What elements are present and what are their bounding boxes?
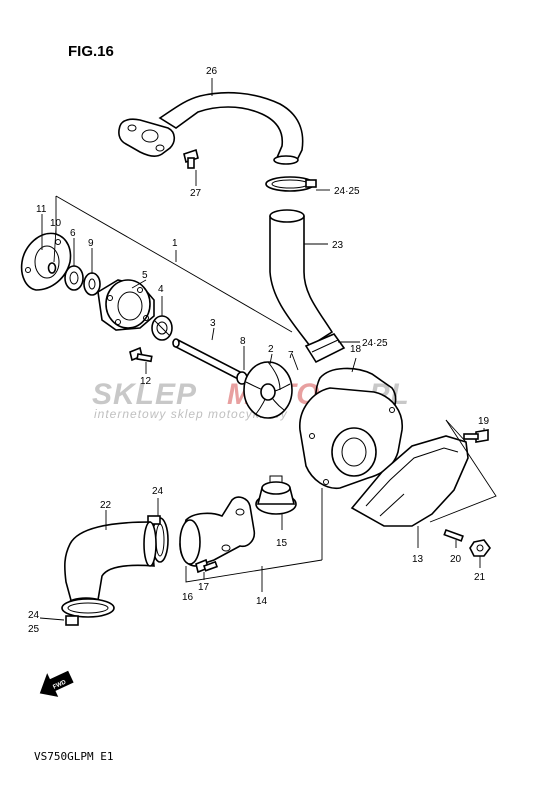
label-22: 22 bbox=[100, 500, 112, 511]
cover-13 bbox=[350, 419, 497, 527]
label-15: 15 bbox=[276, 538, 288, 549]
model-code: VS750GLPM E1 bbox=[34, 750, 113, 763]
label-5: 5 bbox=[142, 270, 148, 281]
impeller-2 bbox=[243, 361, 293, 419]
figure-title: FIG.16 bbox=[68, 43, 114, 60]
label-7: 7 bbox=[288, 350, 294, 361]
label-11: 11 bbox=[36, 204, 47, 215]
label-24-right: 24 bbox=[152, 486, 164, 497]
part-number-labels: 26 27 24·25 23 24·25 1 11 10 6 9 5 4 12 … bbox=[28, 66, 490, 635]
label-24-bottom-left: 24 bbox=[28, 610, 40, 621]
label-24-25-top: 24·25 bbox=[334, 186, 360, 197]
label-21: 21 bbox=[474, 572, 486, 583]
bearing-6 bbox=[64, 265, 84, 291]
watermark-tagline: internetowy sklep motocyklowy bbox=[94, 407, 288, 421]
label-8: 8 bbox=[240, 336, 246, 347]
shaft-3 bbox=[172, 338, 250, 384]
fwd-label: FWD bbox=[52, 679, 68, 690]
label-6: 6 bbox=[70, 228, 76, 239]
gasket-plate-11 bbox=[20, 232, 72, 291]
pump-housing-1 bbox=[97, 279, 155, 331]
label-20: 20 bbox=[450, 554, 462, 565]
label-10: 10 bbox=[50, 218, 62, 229]
mechanical-seal-4 bbox=[151, 315, 173, 341]
bolt-27 bbox=[183, 148, 199, 169]
fwd-arrow-icon: FWD bbox=[39, 670, 74, 697]
hose-22 bbox=[64, 521, 157, 611]
label-17: 17 bbox=[198, 582, 210, 593]
label-19: 19 bbox=[478, 416, 490, 427]
ring-10 bbox=[47, 262, 57, 274]
hose-23 bbox=[269, 209, 334, 348]
label-26: 26 bbox=[206, 66, 218, 77]
label-3: 3 bbox=[210, 318, 216, 329]
label-13: 13 bbox=[412, 554, 424, 565]
watermark-brand-1: SKLEP bbox=[92, 378, 197, 411]
bolt-19 bbox=[463, 429, 489, 443]
label-12: 12 bbox=[140, 376, 152, 387]
seal-9 bbox=[83, 272, 101, 296]
label-9: 9 bbox=[88, 238, 94, 249]
label-16: 16 bbox=[182, 592, 194, 603]
hose-clamp-bottom-left bbox=[61, 598, 115, 626]
label-14: 14 bbox=[256, 596, 268, 607]
label-27: 27 bbox=[190, 188, 202, 199]
label-1: 1 bbox=[172, 238, 178, 249]
label-23: 23 bbox=[332, 240, 344, 251]
label-25-bottom-left: 25 bbox=[28, 624, 40, 635]
pump-cover-14 bbox=[299, 387, 403, 490]
label-24-25-mid: 24·25 bbox=[362, 338, 388, 349]
bolt-17 bbox=[195, 558, 219, 574]
label-18: 18 bbox=[350, 344, 362, 355]
label-2: 2 bbox=[268, 344, 274, 355]
hose-clamp-top bbox=[265, 176, 317, 192]
label-4: 4 bbox=[158, 284, 164, 295]
bolt-20 bbox=[443, 528, 464, 542]
bolt-12 bbox=[129, 346, 153, 363]
nut-21 bbox=[469, 539, 491, 557]
hose-pipe-26 bbox=[118, 91, 304, 165]
hose-clamp-middle bbox=[304, 333, 346, 364]
assembly-14-outline bbox=[185, 488, 323, 592]
thermostat-case-16 bbox=[179, 496, 256, 567]
assembly-1-outline bbox=[55, 195, 293, 333]
thermostat-15 bbox=[255, 475, 297, 515]
leader-lines bbox=[39, 78, 485, 621]
